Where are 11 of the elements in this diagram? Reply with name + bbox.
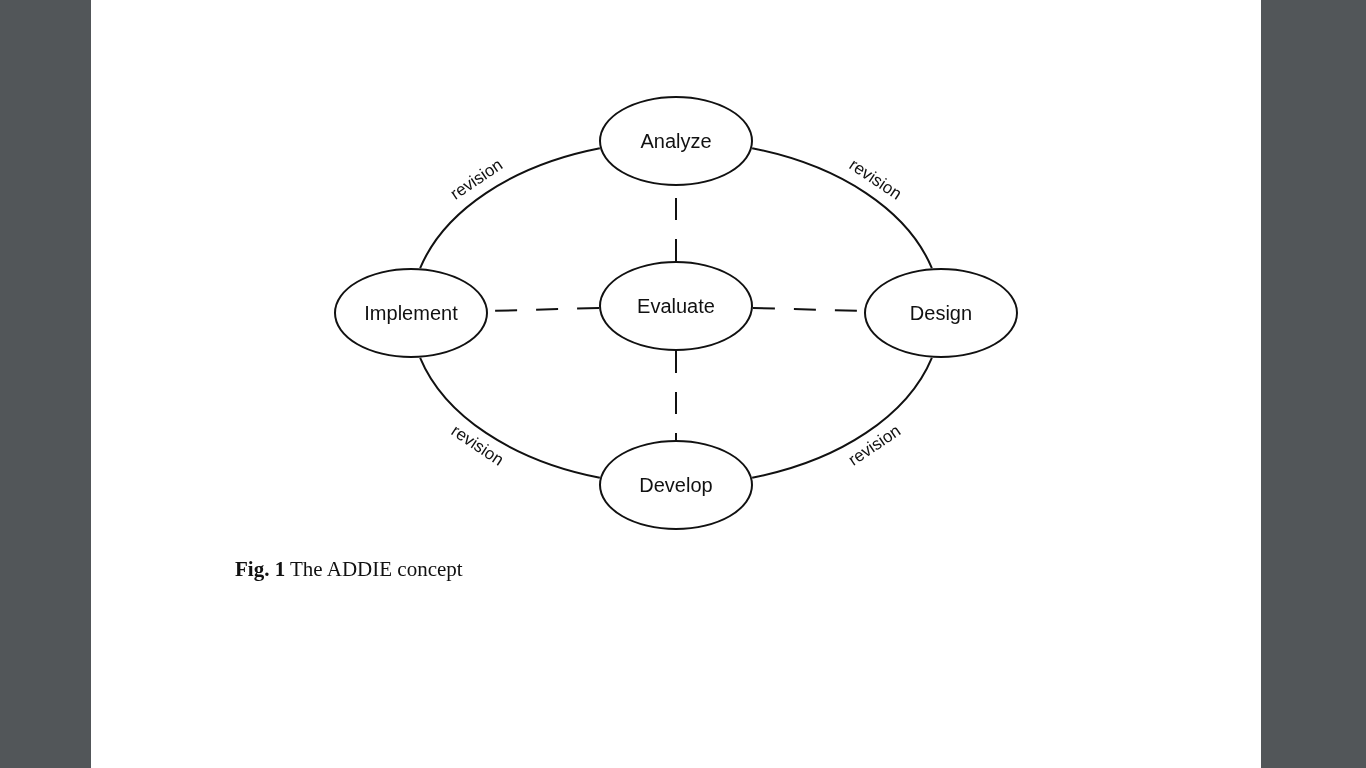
ellipse-node: Analyze (599, 96, 753, 186)
arc-connector (419, 356, 601, 479)
ellipse-node: Implement (334, 268, 488, 358)
arc-connector (751, 356, 933, 479)
arc-connector (419, 147, 601, 270)
ellipse-node: Design (864, 268, 1018, 358)
ellipse-node: Develop (599, 440, 753, 530)
figure-caption: Fig. 1 The ADDIE concept (235, 557, 463, 582)
dashed-connector (675, 350, 677, 441)
ellipse-node: Evaluate (599, 261, 753, 351)
arc-connector (751, 147, 933, 270)
